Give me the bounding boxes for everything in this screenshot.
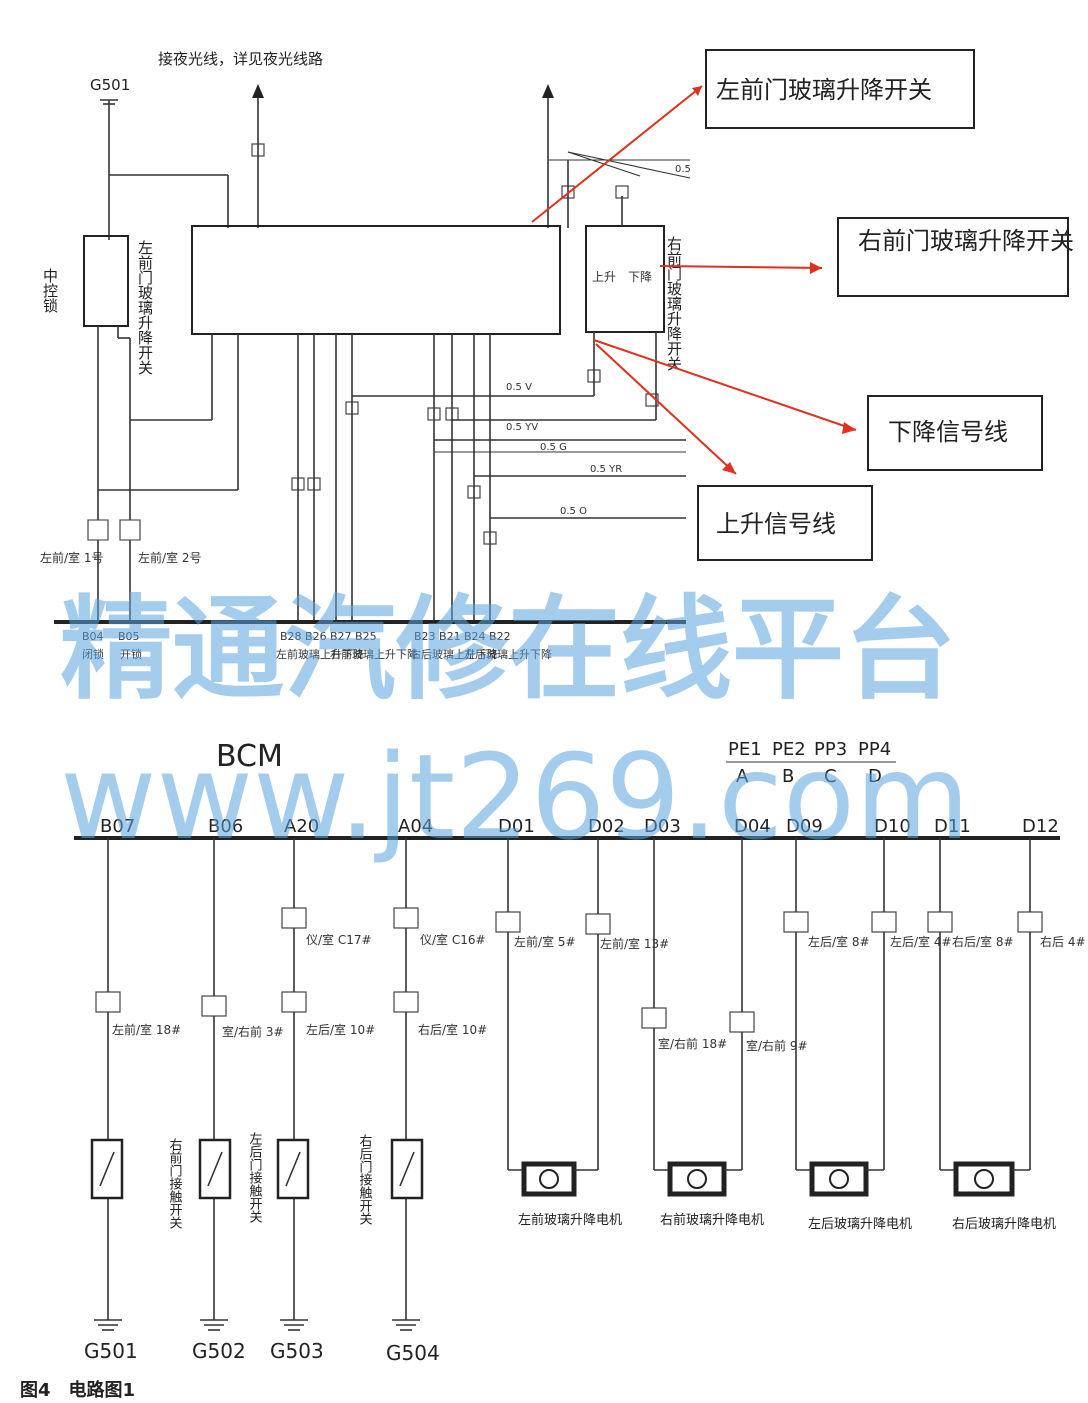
night-light-note: 接夜光线，详见夜光线路 [158, 50, 323, 68]
up-label: 上升 [592, 270, 616, 284]
watermark-line1: 精通汽修在线平台 [60, 585, 956, 715]
svg-text:B06: B06 [208, 816, 243, 837]
svg-text:左后/室 8#: 左后/室 8# [808, 934, 870, 949]
svg-text:B04: B04 [82, 630, 104, 643]
svg-text:右后玻璃升降电机: 右后玻璃升降电机 [952, 1217, 1056, 1232]
wire-label: 0.5 YR [590, 464, 622, 475]
svg-text:右后玻璃上升下降: 右后玻璃上升下降 [410, 647, 498, 661]
svg-text:左前/室 18#: 左前/室 18# [112, 1022, 181, 1037]
callout-right-switch [837, 217, 1069, 297]
svg-text:左前玻璃升降电机: 左前玻璃升降电机 [518, 1212, 622, 1228]
right-switch-label: 右前门玻璃升降开关 [665, 236, 683, 371]
svg-text:D09: D09 [786, 816, 823, 837]
svg-text:0.5: 0.5 [675, 164, 691, 175]
door-switch [90, 1138, 424, 1200]
svg-text:室/右前 9#: 室/右前 9# [746, 1038, 808, 1053]
svg-text:A20: A20 [284, 816, 319, 837]
wire-label: 0.5 O [560, 506, 587, 517]
svg-text:仪/室 C16#: 仪/室 C16# [420, 932, 486, 947]
switch-label-rr: 右后门接触开关 [357, 1134, 373, 1225]
bcm-pin-labels-top: B04 闭锁 B05 开锁 B28 B26 左前玻璃上升下降 B27 B25 右… [82, 630, 552, 661]
svg-text:D10: D10 [874, 816, 911, 837]
svg-text:D12: D12 [1022, 816, 1059, 837]
svg-text:PP3: PP3 [814, 739, 847, 760]
svg-text:右前玻璃上升下降: 右前玻璃上升下降 [330, 647, 418, 661]
central-lock-label: 中控锁 [41, 268, 59, 313]
conn-lf-2: 左前/室 2号 [138, 550, 202, 565]
svg-text:室/右前 18#: 室/右前 18# [658, 1036, 727, 1051]
figure-caption: 图4 电路图1 [20, 1379, 135, 1399]
svg-text:右前玻璃升降电机: 右前玻璃升降电机 [660, 1212, 764, 1228]
svg-text:左后/室 10#: 左后/室 10# [306, 1022, 375, 1037]
motor-labels: 左前玻璃升降电机 右前玻璃升降电机 左后玻璃升降电机 右后玻璃升降电机 [518, 1212, 1056, 1232]
right-window-switch [585, 225, 665, 333]
callout-up-signal [697, 485, 873, 561]
switch-label-rf: 右前门接触开关 [167, 1138, 183, 1229]
svg-text:G501: G501 [84, 1339, 138, 1363]
bcm-title: BCM [216, 739, 283, 774]
callout-left-switch-text: 左前门玻璃升降开关 [716, 76, 932, 104]
callout-down-signal-text: 下降信号线 [888, 418, 1008, 446]
svg-text:B05: B05 [118, 630, 140, 643]
svg-text:D04: D04 [734, 816, 771, 837]
svg-text:G502: G502 [192, 1339, 246, 1363]
watermark-line2: www.jt269.com [60, 728, 970, 866]
svg-text:C: C [824, 766, 837, 787]
wire-label: 0.5 V [506, 382, 532, 393]
svg-text:仪/室 C17#: 仪/室 C17# [306, 932, 372, 947]
svg-text:左前玻璃上升下降: 左前玻璃上升下降 [276, 647, 364, 661]
svg-text:开锁: 开锁 [120, 647, 142, 661]
svg-text:D: D [868, 766, 882, 787]
svg-text:左前/室 5#: 左前/室 5# [514, 934, 576, 949]
svg-text:左后/室 4#: 左后/室 4# [890, 934, 952, 949]
svg-text:D01: D01 [498, 816, 535, 837]
callout-right-switch-text: 右前门玻璃升降开关 [858, 227, 1074, 255]
svg-text:右后 4#: 右后 4# [1040, 934, 1086, 949]
svg-text:PE2: PE2 [772, 739, 806, 760]
svg-text:A: A [736, 766, 749, 787]
pe-header: PE1 PE2 PP3 PP4 A B C D [726, 739, 896, 787]
svg-text:D11: D11 [934, 816, 971, 837]
svg-text:G504: G504 [386, 1341, 440, 1365]
svg-text:B23 B21: B23 B21 [414, 630, 461, 643]
svg-text:左后玻璃升降电机: 左后玻璃升降电机 [808, 1217, 912, 1232]
conn-lf-1: 左前/室 1号 [40, 550, 104, 565]
callout-left-switch [705, 49, 975, 129]
left-switch-label: 左前门玻璃升降开关 [136, 240, 154, 375]
svg-text:D03: D03 [644, 816, 681, 837]
svg-text:G503: G503 [270, 1339, 324, 1363]
svg-text:A04: A04 [398, 816, 433, 837]
window-motor [508, 1161, 1030, 1197]
svg-text:B28 B26: B28 B26 [280, 630, 327, 643]
ground-symbol [94, 1319, 420, 1331]
down-label: 下降 [628, 270, 652, 284]
callout-down-signal [867, 395, 1043, 471]
bcm-pin-row: B07 B06 A20 A04 D01 D02 D03 D04 D09 D10 … [100, 816, 1059, 837]
svg-text:室/右前 3#: 室/右前 3# [222, 1024, 284, 1039]
switch-label-lr: 左后门接触开关 [247, 1132, 263, 1223]
svg-text:B27 B25: B27 B25 [330, 630, 377, 643]
svg-text:PP4: PP4 [858, 739, 891, 760]
left-window-switch [191, 225, 561, 335]
svg-text:闭锁: 闭锁 [82, 647, 104, 661]
svg-text:左后玻璃上升下降: 左后玻璃上升下降 [464, 647, 552, 661]
svg-text:右后/室 8#: 右后/室 8# [952, 934, 1014, 949]
svg-text:B07: B07 [100, 816, 135, 837]
wire-label: 0.5 YV [506, 422, 538, 433]
callout-up-signal-text: 上升信号线 [716, 510, 836, 538]
ground-labels: G501 G502 G503 G504 [84, 1339, 440, 1365]
connector-labels-bottom: 左前/室 18# 室/右前 3# 仪/室 C17# 左后/室 10# 仪/室 C… [112, 932, 1086, 1053]
central-lock-box [83, 235, 129, 327]
svg-text:左前/室 13#: 左前/室 13# [600, 936, 669, 951]
svg-text:B24 B22: B24 B22 [464, 630, 511, 643]
svg-text:PE1: PE1 [728, 739, 762, 760]
svg-text:B: B [782, 766, 794, 787]
wire-label: 0.5 G [540, 442, 567, 453]
svg-text:右后/室 10#: 右后/室 10# [418, 1022, 487, 1037]
svg-text:D02: D02 [588, 816, 625, 837]
ground-label-top: G501 [90, 76, 130, 94]
